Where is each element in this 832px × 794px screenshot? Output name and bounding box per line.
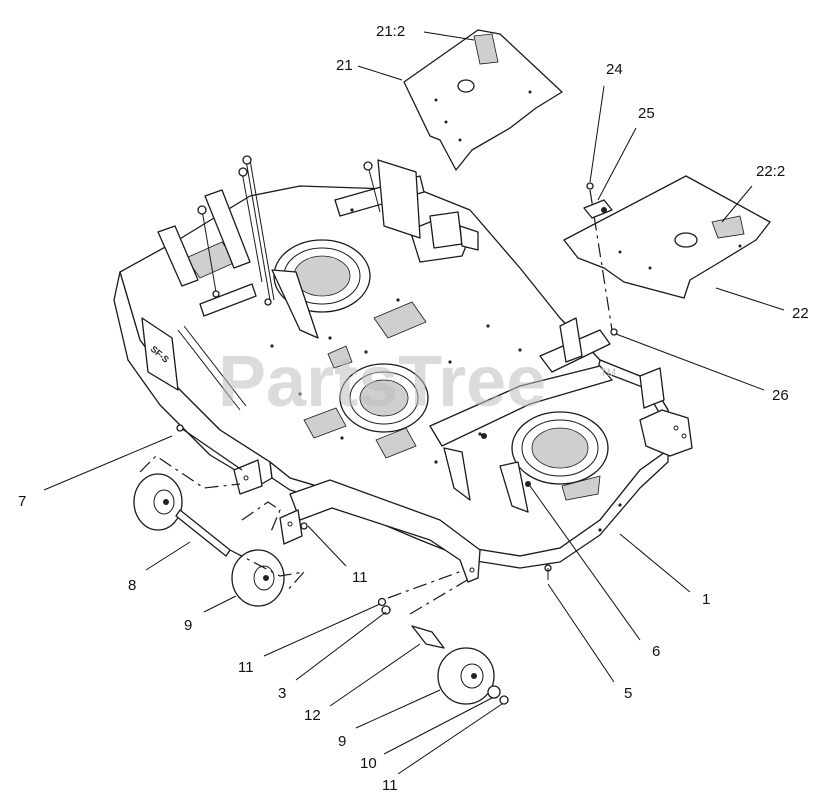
- callout-3: 3: [278, 685, 286, 702]
- rear-bolts: [197, 155, 381, 306]
- callout-7: 7: [18, 493, 26, 510]
- callout-21: 21: [336, 57, 353, 74]
- callout-6: 6: [652, 643, 660, 660]
- spindle-ring-right: [511, 411, 609, 485]
- callout-12: 12: [304, 707, 321, 724]
- callout-11a: 11: [352, 569, 368, 586]
- callout-24: 24: [606, 61, 623, 78]
- callout-9b: 9: [338, 733, 346, 750]
- callout-21-2: 21:2: [376, 23, 405, 40]
- callout-26: 26: [772, 387, 789, 404]
- callout-11b: 11: [238, 659, 254, 676]
- callout-22-2: 22:2: [756, 163, 785, 180]
- watermark-text: PartsTree: [218, 342, 546, 422]
- caster-wheel-left: [133, 473, 231, 557]
- callout-5: 5: [624, 685, 632, 702]
- callout-10: 10: [360, 755, 377, 772]
- caster-arm-right: [279, 479, 481, 583]
- callout-25: 25: [638, 105, 655, 122]
- caster-wheel-right: [437, 647, 509, 705]
- cover-plate-22: [563, 175, 771, 299]
- cover-plate-21: [403, 29, 563, 171]
- callout-8: 8: [128, 577, 136, 594]
- caster-wheel-mid: [231, 549, 285, 607]
- leader-lines: [43, 31, 785, 775]
- caster-arm-left: [176, 424, 263, 495]
- spindle-ring-center: [339, 363, 429, 433]
- mower-deck-housing: SF-S: [113, 159, 693, 569]
- caster-hardware: [377, 564, 552, 649]
- callout-22: 22: [792, 305, 809, 322]
- watermark-trademark: TM: [600, 367, 616, 379]
- deck-fasteners: [270, 208, 622, 532]
- callout-11c: 11: [382, 777, 398, 794]
- hardware-24-25-26: [583, 182, 618, 336]
- callout-1: 1: [702, 591, 710, 608]
- callout-9a: 9: [184, 617, 192, 634]
- callout-labels: 21:2 21 24 25 22:2 22 26 7 1 8 11 6 9 11…: [18, 23, 809, 794]
